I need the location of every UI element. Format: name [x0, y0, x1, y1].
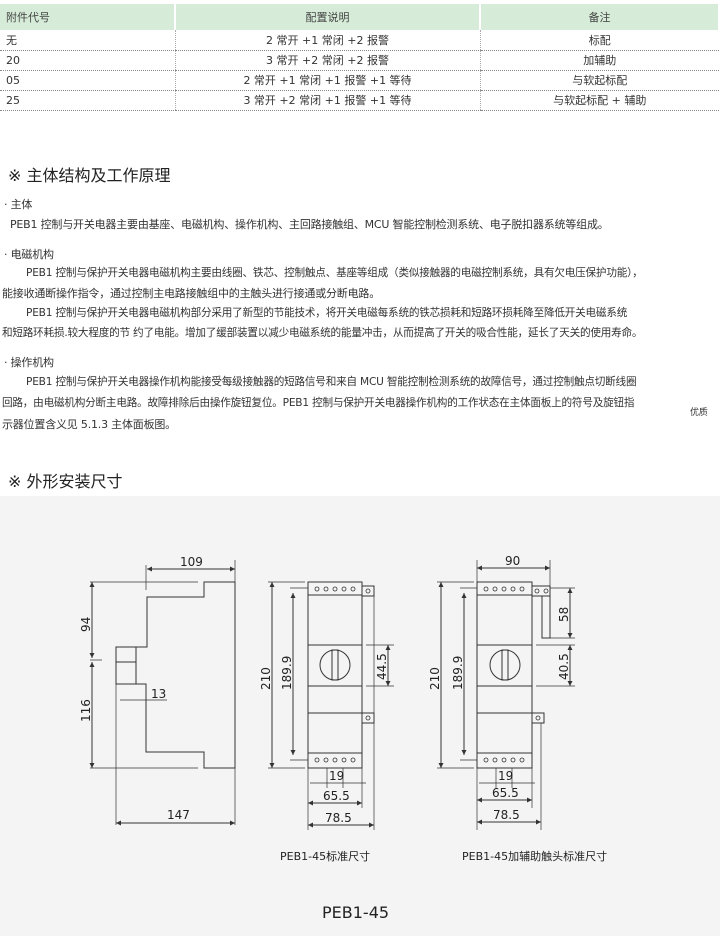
subheading-em: · 电磁机构: [4, 248, 54, 261]
cell: 05: [0, 70, 175, 91]
paragraph: 和短路环耗损.较大程度的节 约了电能。增加了缓部装置以减少电磁系统的能量冲击，从…: [2, 327, 643, 339]
dim-label: 13: [151, 687, 166, 701]
aux-front-view: [437, 560, 575, 830]
dim-label: 210: [428, 667, 442, 690]
drawing-area: [0, 496, 720, 936]
col-header: 配置说明: [175, 4, 481, 30]
dim-label: 94: [79, 617, 93, 632]
dim-label: 116: [79, 699, 93, 722]
col-header: 备注: [480, 4, 720, 30]
dim-label: 65.5: [323, 789, 350, 803]
cell: 与软起标配 + 辅助: [479, 90, 719, 111]
dim-label: 78.5: [325, 811, 352, 825]
dim-label: 19: [498, 769, 513, 783]
paragraph: PEB1 控制与保护开关电器操作机构能接受每级接触器的短路信号和来自 MCU 智…: [26, 376, 637, 388]
col-header: 附件代号: [0, 4, 176, 30]
side-view-drawing: [89, 560, 236, 826]
paragraph: PEB1 控制与保护开关电器电磁机构主要由线圈、铁芯、控制触点、基座等组成（类似…: [26, 267, 643, 279]
aux-caption: PEB1-45加辅助触头标准尺寸: [462, 849, 607, 863]
cell: 无: [0, 30, 175, 51]
subheading-body: · 主体: [4, 198, 33, 211]
cell: 与软起标配: [479, 70, 719, 91]
dim-label: 58: [557, 607, 571, 622]
subheading-op: · 操作机构: [4, 356, 54, 369]
cell: 25: [0, 90, 175, 111]
model-label: PEB1-45: [322, 903, 389, 922]
paragraph: 能接收通断操作指令，通过控制主电路接触组中的主触头进行接通或分断电路。: [2, 287, 380, 300]
dim-label: 109: [180, 555, 203, 569]
dim-label: 40.5: [557, 653, 571, 680]
section-title-dimensions: ※ 外形安装尺寸: [8, 472, 123, 491]
cell: 2 常开 +1 常闭 +2 报警: [174, 30, 480, 51]
section-title-structure: ※ 主体结构及工作原理: [8, 166, 171, 185]
std-caption: PEB1-45标准尺寸: [280, 849, 370, 863]
cell: 3 常开 +2 常闭 +2 报警: [174, 50, 480, 71]
cell: 加辅助: [479, 50, 719, 71]
dim-label: 210: [259, 667, 273, 690]
dim-label: 78.5: [493, 808, 520, 822]
paragraph: PEB1 控制与开关电器主要由基座、电磁机构、操作机构、主回路接触组、MCU 智…: [10, 218, 609, 231]
paragraph: 回路，由电磁机构分断主电路。故障排除后由操作旋钮复位。PEB1 控制与保护开关电…: [2, 397, 635, 409]
dim-label: 189.9: [451, 656, 465, 690]
dim-label: 147: [167, 808, 190, 822]
dim-label: 44.5: [375, 653, 389, 680]
dim-label: 90: [505, 554, 520, 568]
watermark: 优质: [690, 408, 708, 418]
standard-front-view: [268, 581, 394, 830]
dim-label: 189.9: [280, 656, 294, 690]
paragraph: 示器位置含义见 5.1.3 主体面板图。: [2, 418, 176, 431]
paragraph: PEB1 控制与保护开关电器电磁机构部分采用了新型的节能技术，将开关电磁每系统的…: [26, 307, 628, 319]
dim-label: 19: [329, 769, 344, 783]
cell: 标配: [479, 30, 719, 51]
dim-label: 65.5: [492, 786, 519, 800]
cell: 3 常开 +2 常闭 +1 报警 +1 等待: [174, 90, 480, 111]
cell: 2 常开 +1 常闭 +1 报警 +1 等待: [174, 70, 480, 91]
cell: 20: [0, 50, 175, 71]
